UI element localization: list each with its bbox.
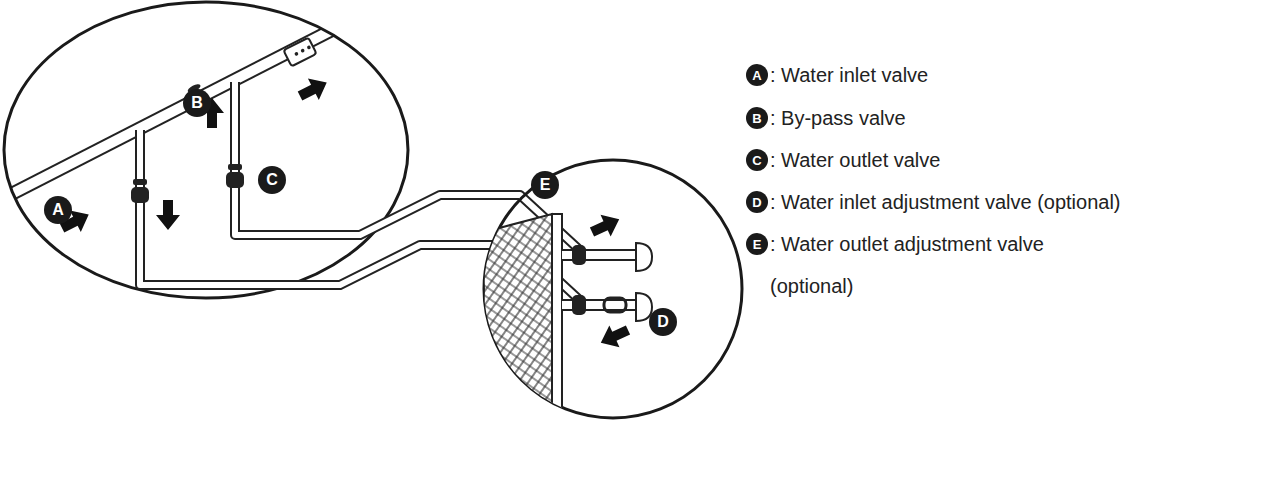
legend-letter: E	[746, 233, 768, 255]
legend-letter: B	[746, 107, 768, 129]
callout-letter: A	[44, 196, 72, 224]
callout-text: C	[266, 172, 278, 188]
callout-letter: E	[531, 171, 559, 199]
callout-text: A	[752, 69, 761, 82]
callout-text: C	[752, 154, 761, 167]
legend-text: : Water outlet adjustment valve (optiona…	[770, 223, 1110, 307]
legend-text: : Water outlet valve	[770, 139, 940, 181]
legend-letter: A	[746, 64, 768, 86]
callout-text: D	[657, 314, 669, 330]
callout-text: E	[753, 238, 762, 251]
valves	[131, 83, 244, 203]
callout-text: B	[752, 112, 761, 125]
heat-pump	[484, 214, 652, 440]
callout-letter: C	[258, 166, 286, 194]
callout-text: A	[52, 202, 64, 218]
callout-text: E	[540, 177, 551, 193]
left-zoom-view	[0, 0, 420, 298]
legend-letter: C	[746, 149, 768, 171]
callout-text: B	[191, 95, 203, 111]
zoom-circle	[4, 2, 408, 298]
legend-text: : Water inlet valve	[770, 54, 928, 96]
flow-arrows	[57, 72, 634, 354]
callout-letter: D	[649, 308, 677, 336]
pipes	[140, 82, 648, 305]
callout-text: D	[752, 196, 761, 209]
legend-text: : Water inlet adjustment valve (optional…	[770, 181, 1121, 223]
callout-letter: B	[183, 89, 211, 117]
legend-letter: D	[746, 191, 768, 213]
legend-text: : By-pass valve	[770, 97, 906, 139]
